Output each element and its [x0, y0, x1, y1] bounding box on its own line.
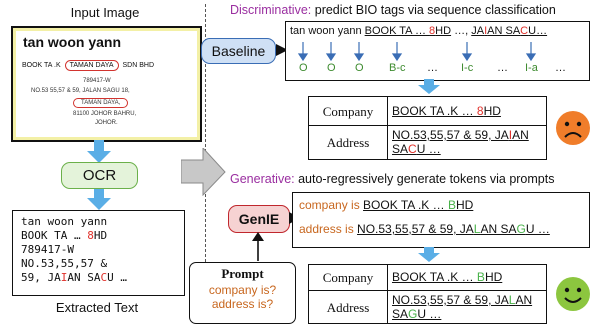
tag-arrows [297, 42, 537, 62]
receipt-highlight-taman-daya: TAMAN DAYA [64, 60, 119, 71]
ocr-box: OCR [61, 162, 138, 189]
table-row-divider [309, 125, 546, 126]
prompt-panel: Prompt company is? address is? [189, 262, 296, 324]
arrow-tags-to-table [418, 79, 440, 94]
baseline-label: Baseline [211, 43, 266, 59]
prompt-question-address: address is? [211, 297, 274, 311]
tag-o-3: O [355, 62, 364, 74]
arrow-down-to-ocr [87, 140, 111, 163]
row-value-company: BOOK TA .K … 8HD [392, 104, 501, 118]
row-value-company-2: BOOK TA .K … BHD [392, 270, 503, 284]
input-image-title: Input Image [70, 5, 140, 20]
extracted-text-box: tan woon yann BOOK TA … 8HD 789417-W NO.… [12, 210, 185, 296]
prompt-title: Prompt [221, 266, 264, 281]
row-value-address-2: NO.53,55,57 & 59, JALAN SAGU … [392, 293, 533, 321]
table-column-divider [387, 97, 388, 159]
token-tan: tan [290, 25, 306, 37]
tag-b-c: B-c [389, 62, 406, 74]
generated-company-line: company is BOOK TA .K … BHD [299, 198, 474, 212]
receipt-line-company: BOOK TA .K TAMAN DAYA SDN BHD [22, 60, 155, 71]
token-company: BOOK TA … 8HD [364, 25, 452, 37]
row-label-address-2: Address [326, 300, 370, 315]
receipt-line-state: JOHOR. [95, 120, 118, 126]
token-yann: yann [337, 25, 362, 37]
extracted-line-1: tan woon yann [21, 215, 108, 228]
tag-o-2: O [327, 62, 336, 74]
token-woon: woon [308, 25, 335, 37]
tag-o-1: O [299, 62, 308, 74]
extracted-line-4: NO.53,55,57 & [21, 257, 108, 270]
extracted-line-3: 789417-W [21, 243, 74, 256]
extracted-text-title: Extracted Text [55, 300, 139, 315]
arrow-prompt-to-genie [252, 232, 264, 261]
row-value-address: NO.53,55,57 & 59, JAIAN SACU … [392, 128, 529, 156]
receipt-heading: tan woon yann [23, 34, 121, 50]
happy-face-icon [556, 277, 590, 311]
baseline-box: Baseline [201, 38, 276, 64]
tag-ellipsis-1: … [427, 62, 438, 74]
receipt-line-address: NO.53 55,57 & 59, JALAN SAGU 18, [31, 88, 130, 94]
genie-label: GenIE [238, 211, 280, 227]
table-row-divider-2 [309, 290, 546, 291]
tag-ellipsis-3: … [555, 62, 566, 74]
table-column-divider-2 [387, 265, 388, 323]
receipt-image: tan woon yann BOOK TA .K TAMAN DAYA SDN … [11, 26, 202, 142]
genie-box: GenIE [228, 205, 290, 233]
bio-tags: O O O B-c … I-c … I-a … [285, 62, 585, 76]
arrow-baseline-to-tokens [276, 44, 288, 56]
token-bracket-box [285, 21, 590, 81]
tag-i-a: I-a [525, 62, 538, 74]
genie-result-table: Company BOOK TA .K … BHD Address NO.53,5… [308, 264, 547, 324]
row-label-address: Address [326, 135, 370, 150]
receipt-highlight-taman-daya-2: TAMAN DAYA, [73, 98, 129, 108]
discriminative-heading: Discriminative: predict BIO tags via seq… [230, 3, 556, 17]
arrow-output-to-table [418, 247, 440, 262]
tag-i-c: I-c [461, 62, 474, 74]
generated-address-line: address is NO.53,55,57 & 59, JALAN SAGU … [299, 222, 550, 236]
tag-ellipsis-2: … [497, 62, 508, 74]
token-address: JAIAN SACU… [471, 25, 548, 37]
ocr-label: OCR [82, 167, 117, 184]
big-flow-arrow [181, 148, 226, 196]
receipt-line-city: 81100 JOHOR BAHRU, [73, 111, 137, 117]
generated-output-box [292, 192, 590, 248]
prompt-question-company: company is? [208, 283, 277, 297]
extracted-line-2: BOOK TA … 8HD [21, 229, 108, 242]
generative-heading: Generative: auto-regressively generate t… [230, 172, 555, 186]
arrow-down-to-text [87, 189, 111, 210]
token-sequence: tan woon yann BOOK TA … 8HD …, JAIAN SAC… [290, 25, 547, 37]
token-ellipsis: …, [454, 25, 469, 37]
row-label-company-2: Company [322, 270, 374, 285]
row-label-company: Company [322, 104, 374, 119]
extracted-line-5: 59, JAIAN SACU … [21, 271, 127, 284]
baseline-result-table: Company BOOK TA .K … 8HD Address NO.53,5… [308, 96, 547, 160]
receipt-line-reg: 789417-W [83, 78, 111, 84]
sad-face-icon [556, 111, 590, 145]
